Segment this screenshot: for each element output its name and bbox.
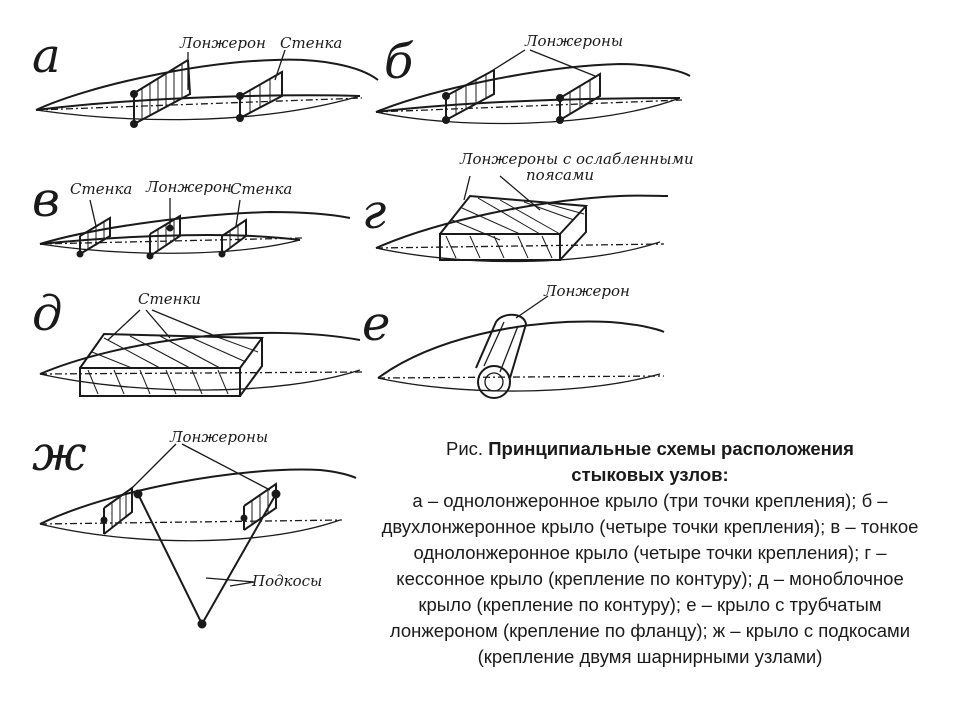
panel-v-wall-2 — [218, 218, 247, 258]
panel-g: г Лонжероны с ослабленными поясами — [362, 150, 694, 263]
panel-e-tubular-spar — [475, 313, 528, 399]
panel-b-spar-2 — [556, 72, 601, 124]
panel-zh-spar-1 — [100, 486, 133, 535]
panel-v-letter: в — [32, 172, 60, 228]
caption-title-part1: Принципиальные схемы расположения — [488, 438, 854, 459]
panel-b-label-spars: Лонжероны — [524, 32, 623, 50]
panel-v-label-spar: Лонжерон — [145, 178, 232, 196]
panel-v-label-wall-1: Стенка — [70, 180, 132, 198]
panel-a-label-spar: Лонжерон — [179, 34, 266, 52]
caption-title-line1: Рис. Принципиальные схемы расположения — [372, 436, 928, 462]
panel-d-label-walls: Стенки — [138, 290, 201, 308]
panel-g-caisson — [439, 194, 589, 261]
panel-e-label-spar: Лонжерон — [543, 282, 630, 300]
panel-d-letter: д — [32, 286, 62, 342]
panel-v-spar — [146, 214, 181, 260]
panel-zh-letter: ж — [32, 426, 87, 482]
caption-prefix: Рис. — [446, 438, 484, 459]
panel-b-spar-1 — [442, 68, 495, 124]
panel-zh-label-spars: Лонжероны — [169, 428, 268, 446]
panel-b: б Лонжероны — [375, 32, 691, 125]
panel-zh-struts — [133, 489, 281, 629]
figure-caption: Рис. Принципиальные схемы расположения с… — [372, 436, 928, 670]
panel-d: д Стенки — [32, 286, 363, 397]
panel-e-letter: е — [362, 296, 390, 352]
panel-g-label-line1: Лонжероны с ослабленными — [459, 150, 694, 168]
panel-v: в Стенка Лонжерон Стенка — [32, 172, 351, 260]
panel-a-wall — [236, 70, 283, 122]
caption-body: а – однолонжеронное крыло (три точки кре… — [381, 490, 919, 667]
panel-a: а Лонжерон Стенка — [32, 28, 379, 128]
panel-zh-spar-2 — [240, 482, 277, 531]
panel-v-wall-1 — [76, 216, 111, 258]
panel-g-letter: г — [362, 184, 386, 240]
panel-a-label-wall: Стенка — [280, 34, 342, 52]
panel-zh-label-struts: Подкосы — [251, 572, 322, 590]
panel-d-monoblock — [79, 332, 264, 397]
panel-b-letter: б — [384, 34, 414, 90]
panel-a-spar — [130, 59, 192, 128]
panel-a-letter: а — [32, 28, 61, 84]
panel-g-label-line2: поясами — [526, 166, 594, 184]
panel-e: е Лонжерон — [362, 282, 665, 399]
panel-zh: ж Лонжероны Подкосы — [32, 426, 357, 629]
caption-title-line2: стыковых узлов: — [571, 464, 729, 485]
panel-v-label-wall-2: Стенка — [230, 180, 292, 198]
